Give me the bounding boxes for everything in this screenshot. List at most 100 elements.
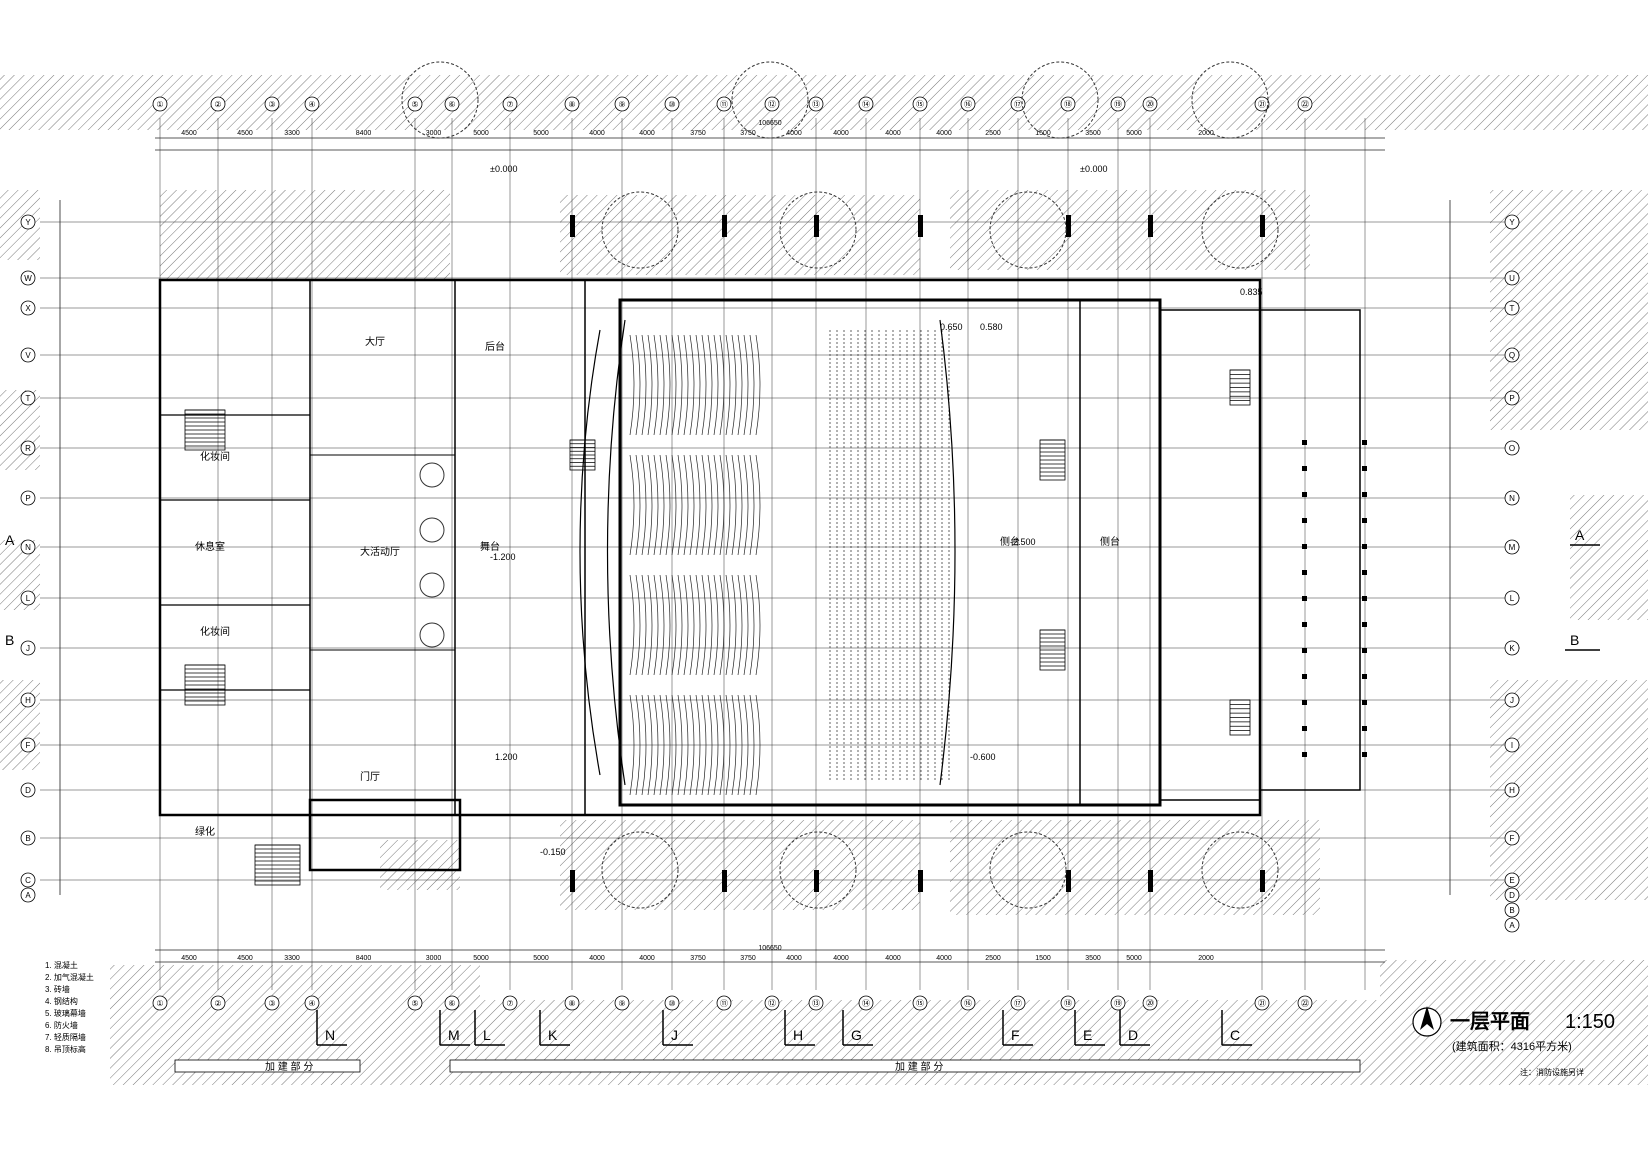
seating-row bbox=[755, 334, 761, 436]
label-stage: 舞台 bbox=[480, 540, 500, 553]
grid-bubble-grid-bubbles-left-15: A bbox=[20, 887, 36, 903]
column bbox=[1362, 648, 1367, 653]
seating-row bbox=[635, 694, 641, 796]
seating-row bbox=[743, 454, 749, 556]
grid-bubble-grid-bubbles-bottom-15: ⑯ bbox=[960, 995, 976, 1011]
column bbox=[1066, 870, 1071, 892]
seating-row bbox=[725, 694, 731, 796]
label-rest-room: 休息室 bbox=[195, 540, 225, 553]
grid-bubble-label: M bbox=[1509, 543, 1516, 552]
section-mark-N: N bbox=[316, 1010, 347, 1046]
column bbox=[570, 870, 575, 892]
grid-bubble-label: ⑮ bbox=[916, 100, 924, 109]
grid-bubble-label: ⑧ bbox=[568, 999, 575, 1008]
seating-row bbox=[689, 694, 695, 796]
dimension-text: 4000 bbox=[936, 130, 952, 137]
seating-row bbox=[689, 454, 695, 556]
column bbox=[1362, 726, 1367, 731]
grid-bubble-grid-bubbles-bottom-1: ② bbox=[210, 995, 226, 1011]
column bbox=[1260, 215, 1265, 237]
column bbox=[1302, 700, 1307, 705]
column bbox=[1302, 674, 1307, 679]
column bbox=[1362, 752, 1367, 757]
seating-row bbox=[737, 334, 743, 436]
seating-row bbox=[647, 334, 653, 436]
tree-icon bbox=[601, 831, 679, 909]
column bbox=[1362, 622, 1367, 627]
column bbox=[1362, 570, 1367, 575]
seating-row bbox=[725, 334, 731, 436]
dimension-lines bbox=[59, 137, 1451, 963]
grid-bubble-label: H bbox=[25, 696, 31, 705]
column bbox=[1362, 492, 1367, 497]
dimension-text: 4000 bbox=[885, 130, 901, 137]
column bbox=[1302, 726, 1307, 731]
column bbox=[1362, 674, 1367, 679]
grid-bubble-grid-bubbles-top-17: ⑱ bbox=[1060, 96, 1076, 112]
svg-text:G: G bbox=[851, 1027, 862, 1043]
seating-row bbox=[719, 454, 725, 556]
dimension-text: 3750 bbox=[690, 955, 706, 962]
grid-bubble-grid-bubbles-bottom-17: ⑱ bbox=[1060, 995, 1076, 1011]
grid-bubble-label: Y bbox=[1509, 218, 1515, 227]
level-7: 0.835 bbox=[1240, 287, 1263, 297]
stair bbox=[254, 844, 301, 886]
grid-bubble-label: ⑬ bbox=[812, 999, 820, 1008]
grid-bubble-label: ⑰ bbox=[1014, 100, 1022, 109]
seating-row bbox=[689, 334, 695, 436]
dimension-text: 3750 bbox=[740, 130, 756, 137]
audience-seating bbox=[629, 330, 950, 796]
grid-bubble-label: Y bbox=[25, 218, 31, 227]
label-dressing-2: 化妆间 bbox=[200, 625, 230, 638]
column bbox=[1260, 870, 1265, 892]
seating-row bbox=[653, 694, 659, 796]
seating-row bbox=[713, 694, 719, 796]
tree-icon bbox=[1201, 191, 1279, 269]
dimension-text: 4000 bbox=[589, 130, 605, 137]
grid-bubble-label: ⑦ bbox=[506, 999, 513, 1008]
grid-bubble-grid-bubbles-bottom-13: ⑭ bbox=[858, 995, 874, 1011]
dimension-text: 4500 bbox=[237, 955, 253, 962]
section-mark-D: D bbox=[1119, 1010, 1150, 1046]
grid-bubble-grid-bubbles-bottom-10: ⑪ bbox=[716, 995, 732, 1011]
seating-row bbox=[641, 454, 647, 556]
section-mark-F: F bbox=[1002, 1010, 1033, 1046]
grid-bubble-grid-bubbles-right-9: K bbox=[1504, 640, 1520, 656]
seating-row bbox=[707, 334, 713, 436]
seating-row bbox=[749, 334, 755, 436]
column bbox=[918, 215, 923, 237]
grid-bubble-label: ④ bbox=[308, 100, 315, 109]
grid-bubble-grid-bubbles-left-12: D bbox=[20, 782, 36, 798]
stair bbox=[1039, 629, 1066, 671]
grid-bubble-label: ㉒ bbox=[1301, 999, 1309, 1008]
section-mark-J: J bbox=[662, 1010, 693, 1046]
grid-bubble-grid-bubbles-top-15: ⑯ bbox=[960, 96, 976, 112]
grid-bubble-label: ⑤ bbox=[411, 999, 418, 1008]
stair bbox=[184, 409, 226, 451]
grid-bubble-grid-bubbles-right-7: M bbox=[1504, 539, 1520, 555]
structural-grid-lines bbox=[40, 118, 1520, 990]
svg-text:E: E bbox=[1083, 1027, 1092, 1043]
seating-row bbox=[713, 334, 719, 436]
seating-row bbox=[731, 334, 737, 436]
level-annotations: ±0.000 -1.200 -2.500 ±0.000 -0.150 -0.60… bbox=[490, 164, 1263, 857]
grid-bubble-label: ⑮ bbox=[916, 999, 924, 1008]
section-mark-G: G bbox=[842, 1010, 873, 1046]
column bbox=[1362, 700, 1367, 705]
label-side-stage: 侧台 bbox=[1000, 535, 1020, 548]
grid-bubble-label: ⑱ bbox=[1064, 100, 1072, 109]
grid-bubble-grid-bubbles-bottom-0: ① bbox=[152, 995, 168, 1011]
grid-bubble-grid-bubbles-left-8: L bbox=[20, 590, 36, 606]
drawing-note: 注：消防设施另详 bbox=[1520, 1067, 1584, 1077]
dimension-text: 4500 bbox=[237, 130, 253, 137]
section-mark-M: M bbox=[439, 1010, 470, 1046]
grid-bubble-grid-bubbles-left-14: C bbox=[20, 872, 36, 888]
seating-row bbox=[629, 574, 635, 676]
seating-row bbox=[641, 334, 647, 436]
dimension-text: 2500 bbox=[985, 130, 1001, 137]
grid-bubble-label: ⑭ bbox=[862, 999, 870, 1008]
grid-bubble-grid-bubbles-top-9: ⑩ bbox=[664, 96, 680, 112]
seating-row bbox=[755, 694, 761, 796]
